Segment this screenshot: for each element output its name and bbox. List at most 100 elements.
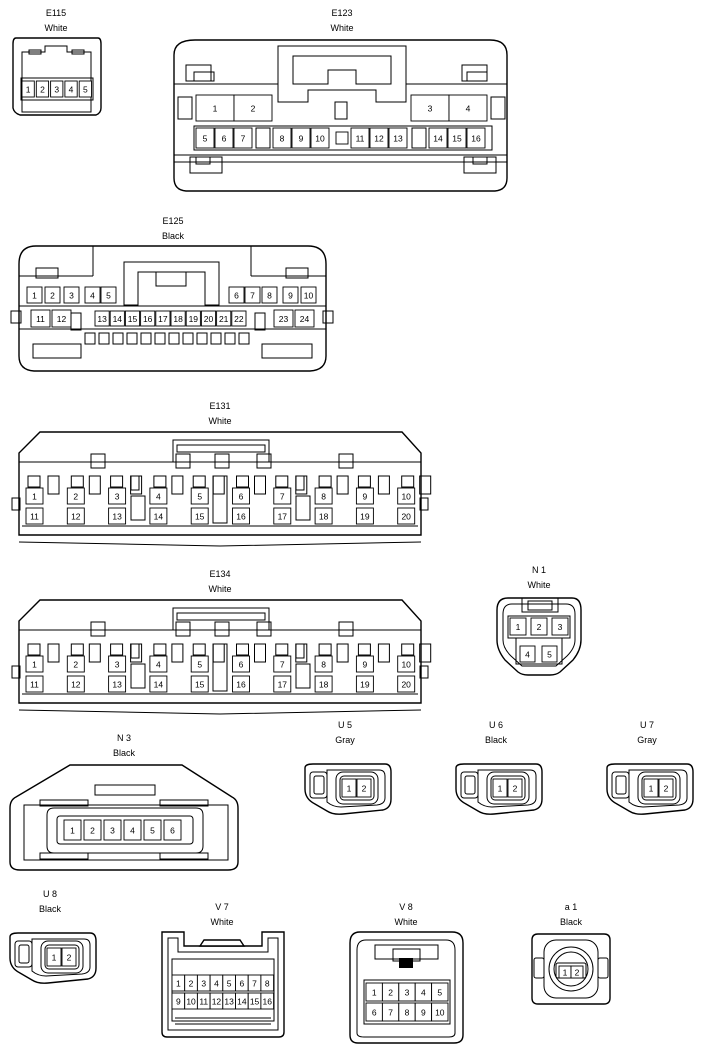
pin-10: 10 <box>435 1008 445 1018</box>
pin-20: 20 <box>401 512 411 522</box>
connector-id: U 8 <box>43 889 57 899</box>
pin-5: 5 <box>83 85 88 95</box>
pin-13: 13 <box>112 680 122 690</box>
pin-1: 1 <box>26 85 31 95</box>
pin-11: 11 <box>356 134 365 144</box>
pin-4: 4 <box>90 291 95 301</box>
connector-id: V 8 <box>399 902 413 912</box>
pin-3: 3 <box>558 622 563 632</box>
pin-12: 12 <box>71 680 81 690</box>
pin-6: 6 <box>239 492 244 502</box>
pin-12: 12 <box>71 512 81 522</box>
pin-11: 11 <box>30 512 39 522</box>
pin-18: 18 <box>173 314 183 324</box>
pin-4: 4 <box>214 979 219 989</box>
pin-13: 13 <box>97 314 107 324</box>
pin-1: 1 <box>563 968 568 978</box>
connector-color: Black <box>560 917 583 927</box>
pin-13: 13 <box>224 997 234 1007</box>
pin-14: 14 <box>154 680 164 690</box>
pin-6: 6 <box>170 826 175 836</box>
pin-4: 4 <box>156 660 161 670</box>
pin-5: 5 <box>150 826 155 836</box>
pin-1: 1 <box>52 953 57 963</box>
pin-10: 10 <box>186 997 196 1007</box>
pin-4: 4 <box>130 826 135 836</box>
pin-7: 7 <box>241 134 246 144</box>
pin-2: 2 <box>362 784 367 794</box>
connector-id: E123 <box>331 8 352 18</box>
connector-id: E131 <box>209 401 230 411</box>
pin-13: 13 <box>112 512 122 522</box>
pin-4: 4 <box>69 85 74 95</box>
pin-8: 8 <box>265 979 270 989</box>
pin-1: 1 <box>32 291 37 301</box>
pin-13: 13 <box>393 134 403 144</box>
pin-9: 9 <box>288 291 293 301</box>
pin-8: 8 <box>267 291 272 301</box>
pin-8: 8 <box>405 1008 410 1018</box>
pin-1: 1 <box>372 988 377 998</box>
connector-color: Gray <box>637 735 657 745</box>
pin-2: 2 <box>251 104 256 114</box>
pin-20: 20 <box>401 680 411 690</box>
connector-id: U 7 <box>640 720 654 730</box>
pin-5: 5 <box>203 134 208 144</box>
pin-14: 14 <box>237 997 247 1007</box>
pin-4: 4 <box>466 104 471 114</box>
pin-1: 1 <box>176 979 181 989</box>
pin-2: 2 <box>90 826 95 836</box>
pin-19: 19 <box>360 512 370 522</box>
pin-1: 1 <box>649 784 654 794</box>
pin-3: 3 <box>201 979 206 989</box>
connector-color: Black <box>113 748 136 758</box>
pin-10: 10 <box>315 134 325 144</box>
pin-9: 9 <box>363 492 368 502</box>
pin-5: 5 <box>106 291 111 301</box>
pin-1: 1 <box>347 784 352 794</box>
pin-16: 16 <box>143 314 153 324</box>
pin-9: 9 <box>421 1008 426 1018</box>
pin-6: 6 <box>239 660 244 670</box>
connector-color: White <box>394 917 417 927</box>
pin-8: 8 <box>280 134 285 144</box>
pin-5: 5 <box>547 650 552 660</box>
pin-2: 2 <box>575 968 580 978</box>
pin-1: 1 <box>32 660 37 670</box>
pin-7: 7 <box>252 979 257 989</box>
pin-3: 3 <box>115 492 120 502</box>
pin-2: 2 <box>537 622 542 632</box>
pin-10: 10 <box>401 492 411 502</box>
connector-id: a 1 <box>565 902 578 912</box>
pin-19: 19 <box>189 314 199 324</box>
pin-22: 22 <box>234 314 244 324</box>
pin-15: 15 <box>250 997 260 1007</box>
pin-21: 21 <box>219 314 229 324</box>
pin-6: 6 <box>222 134 227 144</box>
pin-2: 2 <box>388 988 393 998</box>
pin-15: 15 <box>128 314 138 324</box>
pin-3: 3 <box>110 826 115 836</box>
pin-2: 2 <box>189 979 194 989</box>
pin-15: 15 <box>452 134 462 144</box>
pin-17: 17 <box>278 680 288 690</box>
pin-15: 15 <box>195 680 205 690</box>
pin-5: 5 <box>197 492 202 502</box>
pin-2: 2 <box>73 492 78 502</box>
pin-11: 11 <box>199 997 208 1007</box>
pin-7: 7 <box>250 291 255 301</box>
connector-color: White <box>210 917 233 927</box>
connector-color: Gray <box>335 735 355 745</box>
pin-4: 4 <box>525 650 530 660</box>
pin-2: 2 <box>67 953 72 963</box>
pin-6: 6 <box>239 979 244 989</box>
